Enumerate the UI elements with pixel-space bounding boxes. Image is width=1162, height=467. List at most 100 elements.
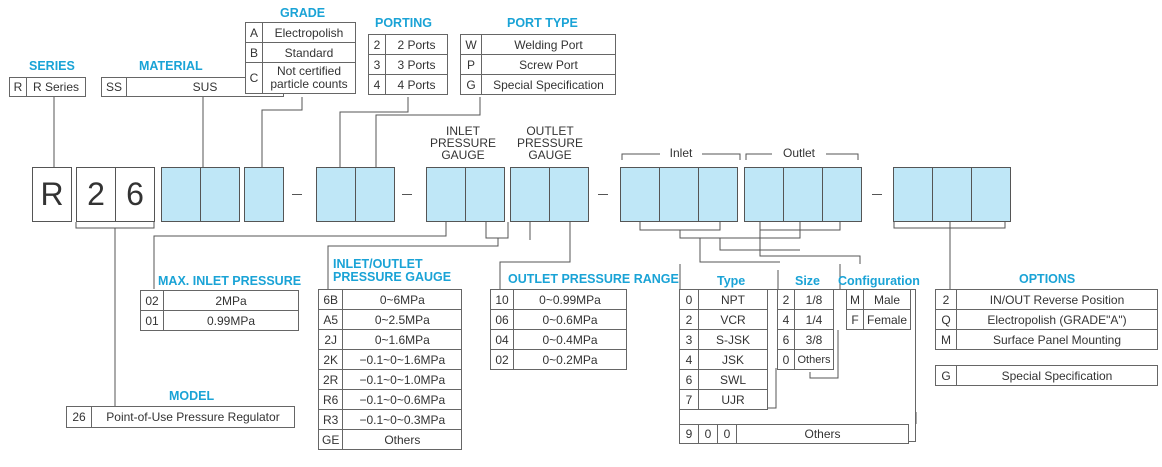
material-title: MATERIAL bbox=[139, 59, 203, 73]
max-inlet-desc: 2MPa bbox=[163, 290, 299, 311]
max-inlet-code: 02 bbox=[140, 290, 164, 311]
code-box-material-2 bbox=[200, 167, 240, 222]
grade-code: A bbox=[245, 22, 263, 43]
model-code: 26 bbox=[66, 406, 92, 428]
type-code: 6 bbox=[679, 369, 699, 390]
configuration-title: Configuration bbox=[838, 274, 920, 288]
size-desc: 1/8 bbox=[794, 289, 834, 310]
others-code-2: 0 bbox=[698, 424, 718, 444]
grade-title: GRADE bbox=[280, 6, 326, 20]
series-title: SERIES bbox=[29, 59, 75, 73]
others-code-1: 9 bbox=[679, 424, 699, 444]
io-gauge-code: 6B bbox=[317, 289, 344, 310]
outlet-bracket-label: Outlet bbox=[772, 147, 826, 159]
options-code: Q bbox=[935, 309, 957, 330]
model-desc: Point-of-Use Pressure Regulator bbox=[91, 406, 295, 428]
code-box-model-1: 2 bbox=[76, 167, 116, 222]
outlet-range-title: OUTLET PRESSURE RANGE bbox=[508, 272, 679, 286]
configuration-desc: Male bbox=[862, 289, 912, 310]
port-type-desc: Screw Port bbox=[481, 54, 616, 75]
grade-code: C bbox=[245, 62, 263, 94]
options-code: 2 bbox=[935, 289, 957, 310]
porting-desc: 3 Ports bbox=[385, 54, 448, 75]
type-desc: JSK bbox=[698, 349, 768, 370]
others-row-table: 9 0 0 Others bbox=[679, 424, 909, 444]
io-gauge-desc: −0.1~0~1.6MPa bbox=[342, 349, 463, 370]
io-gauge-code: 2R bbox=[317, 369, 344, 390]
configuration-code: M bbox=[846, 289, 864, 310]
size-code: 6 bbox=[777, 329, 795, 350]
port-type-desc: Special Specification bbox=[481, 74, 616, 95]
material-desc: SUS bbox=[126, 77, 284, 97]
io-gauge-code: R6 bbox=[317, 389, 344, 410]
type-code: 0 bbox=[679, 289, 699, 310]
grade-desc: Standard bbox=[262, 42, 356, 63]
code-box-port-type bbox=[355, 167, 395, 222]
outlet-range-code: 06 bbox=[490, 309, 514, 330]
port-type-code: P bbox=[460, 54, 482, 75]
porting-code: 3 bbox=[368, 54, 386, 75]
code-box-inlet-3 bbox=[698, 167, 738, 222]
io-gauge-code: 2J bbox=[317, 329, 344, 350]
special-desc: Special Specification bbox=[956, 365, 1158, 386]
porting-code: 4 bbox=[368, 74, 386, 95]
code-box-model-2: 6 bbox=[115, 167, 155, 222]
outlet-range-code: 02 bbox=[490, 349, 514, 370]
code-box-inlet-2 bbox=[659, 167, 699, 222]
outlet-range-desc: 0~0.4MPa bbox=[513, 329, 627, 350]
separator-dash bbox=[598, 194, 608, 195]
size-title: Size bbox=[795, 274, 821, 288]
type-code: 4 bbox=[679, 349, 699, 370]
material-code: SS bbox=[101, 77, 127, 97]
configuration-code: F bbox=[846, 309, 864, 330]
porting-code: 2 bbox=[368, 34, 386, 55]
outlet-range-desc: 0~0.99MPa bbox=[513, 289, 627, 310]
code-box-outlet-1 bbox=[744, 167, 784, 222]
io-gauge-desc: Others bbox=[342, 429, 463, 450]
code-box-option-3 bbox=[971, 167, 1011, 222]
io-gauge-desc: −0.1~0~0.6MPa bbox=[342, 389, 463, 410]
size-desc: 1/4 bbox=[794, 309, 834, 330]
port-type-code: W bbox=[460, 34, 482, 55]
outlet-gauge-label: OUTLET PRESSURE GAUGE bbox=[516, 124, 584, 162]
separator-dash bbox=[402, 194, 412, 195]
io-gauge-desc: −0.1~0~1.0MPa bbox=[342, 369, 463, 390]
type-desc: SWL bbox=[698, 369, 768, 390]
code-box-grade bbox=[244, 167, 284, 222]
outlet-range-desc: 0~0.6MPa bbox=[513, 309, 627, 330]
outlet-range-code: 04 bbox=[490, 329, 514, 350]
code-box-inlet-gauge-2 bbox=[465, 167, 505, 222]
configuration-desc: Female bbox=[862, 309, 912, 330]
size-desc: 3/8 bbox=[794, 329, 834, 350]
type-desc: VCR bbox=[698, 309, 768, 330]
code-box-option-1 bbox=[893, 167, 933, 222]
size-desc: Others bbox=[794, 349, 834, 370]
code-box-material-1 bbox=[161, 167, 201, 222]
type-code: 2 bbox=[679, 309, 699, 330]
type-code: 3 bbox=[679, 329, 699, 350]
io-gauge-desc: 0~2.5MPa bbox=[342, 309, 463, 330]
code-box-porting bbox=[316, 167, 356, 222]
type-code: 7 bbox=[679, 389, 699, 410]
options-code: M bbox=[935, 329, 957, 350]
code-box-inlet-gauge-1 bbox=[426, 167, 466, 222]
special-code: G bbox=[935, 365, 957, 386]
io-gauge-code: A5 bbox=[317, 309, 344, 330]
port-type-code: G bbox=[460, 74, 482, 95]
porting-desc: 4 Ports bbox=[385, 74, 448, 95]
code-box-outlet-2 bbox=[783, 167, 823, 222]
separator-dash bbox=[292, 194, 302, 195]
io-gauge-desc: 0~1.6MPa bbox=[342, 329, 463, 350]
grade-code: B bbox=[245, 42, 263, 63]
porting-title: PORTING bbox=[375, 16, 432, 30]
max-inlet-desc: 0.99MPa bbox=[163, 310, 299, 331]
